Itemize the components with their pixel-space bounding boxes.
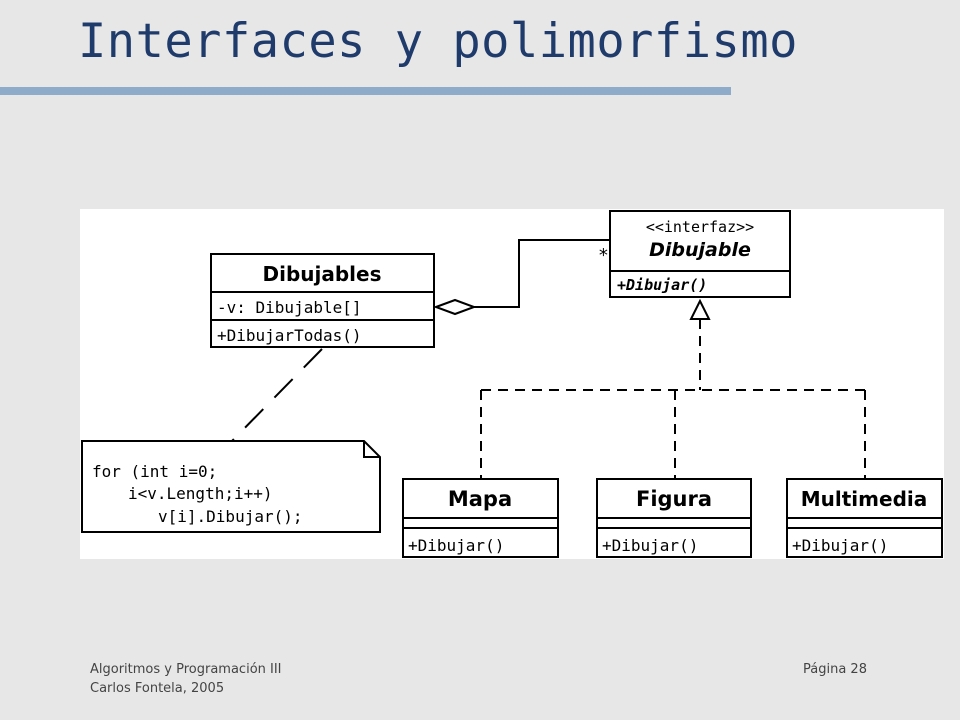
class-dibujables: Dibujables -v: Dibujable[] +DibujarTodas… bbox=[210, 253, 435, 348]
class-multimedia-name: Multimedia bbox=[801, 487, 927, 511]
interface-name: Dibujable bbox=[649, 239, 751, 261]
slide-title: Interfaces y polimorfismo bbox=[78, 14, 798, 69]
footer-right: Página 28 bbox=[803, 660, 867, 679]
interface-stereotype: <<interfaz>> bbox=[646, 218, 754, 236]
class-multimedia-method: +Dibujar() bbox=[792, 536, 888, 555]
note-line-1: for (int i=0; bbox=[92, 462, 217, 481]
footer-left: Algoritmos y Programación III Carlos Fon… bbox=[90, 660, 282, 698]
interface-dibujable: <<interfaz>> Dibujable +Dibujar() bbox=[609, 210, 791, 298]
multiplicity-label: * bbox=[598, 245, 609, 266]
footer-course: Algoritmos y Programación III bbox=[90, 662, 282, 677]
interface-method: +Dibujar() bbox=[617, 276, 707, 294]
class-figura-name: Figura bbox=[636, 487, 712, 511]
uml-diagram: * <<interfaz>> Dibujable +Dibujar() Dibu… bbox=[80, 209, 944, 559]
class-dibujables-name: Dibujables bbox=[262, 262, 381, 286]
class-figura-method: +Dibujar() bbox=[602, 536, 698, 555]
class-dibujables-attribute: -v: Dibujable[] bbox=[217, 298, 362, 317]
aggregation-diamond bbox=[433, 298, 477, 316]
class-mapa-name: Mapa bbox=[448, 487, 512, 511]
class-mapa: Mapa +Dibujar() bbox=[402, 478, 559, 558]
note-line-3: v[i].Dibujar(); bbox=[158, 507, 303, 526]
footer-author: Carlos Fontela, 2005 bbox=[90, 681, 225, 696]
class-multimedia: Multimedia +Dibujar() bbox=[786, 478, 943, 558]
uml-diagram-svg: * <<interfaz>> Dibujable +Dibujar() Dibu… bbox=[81, 210, 943, 558]
note-anchor-line bbox=[231, 348, 323, 442]
class-mapa-method: +Dibujar() bbox=[408, 536, 504, 555]
aggregation-line bbox=[474, 239, 610, 308]
class-figura: Figura +Dibujar() bbox=[596, 478, 752, 558]
code-note: for (int i=0; i<v.Length;i++) v[i].Dibuj… bbox=[81, 440, 381, 533]
class-dibujables-method: +DibujarTodas() bbox=[217, 326, 362, 345]
footer-page-number: Página 28 bbox=[803, 662, 867, 677]
note-line-2: i<v.Length;i++) bbox=[128, 484, 273, 503]
realization-triangle bbox=[689, 298, 711, 320]
title-underline bbox=[0, 87, 731, 95]
